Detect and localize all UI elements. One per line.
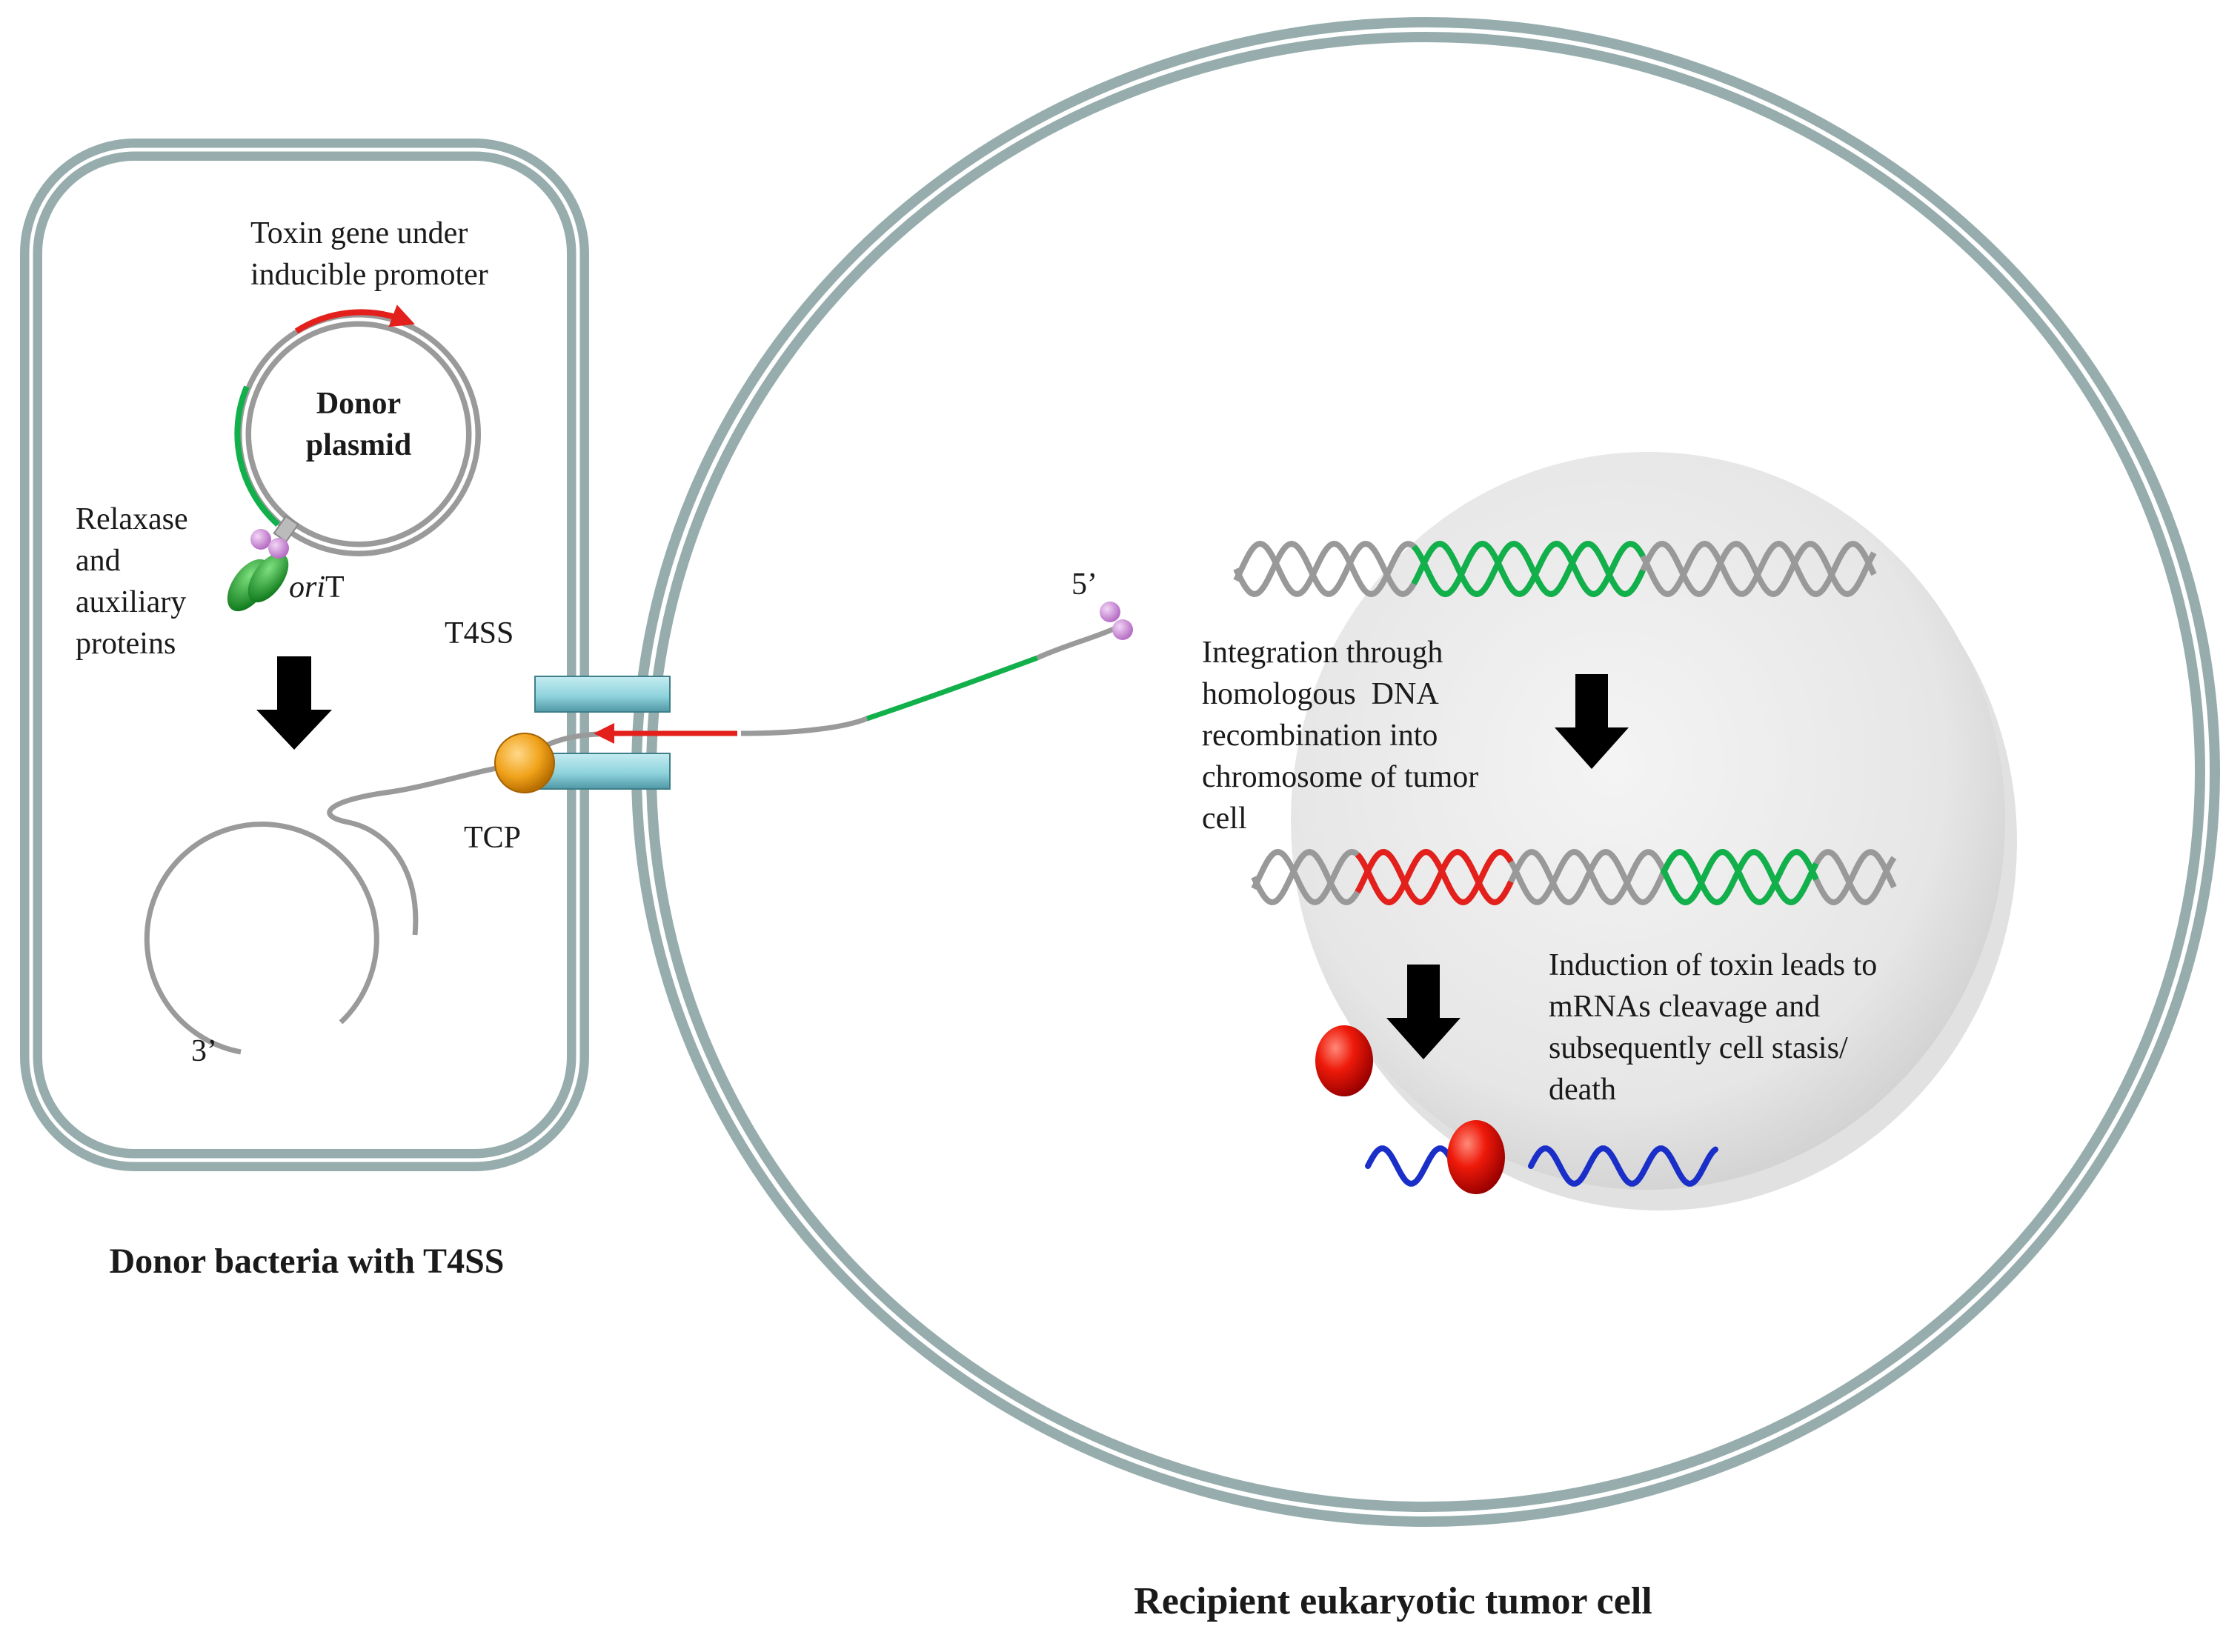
relaxase-complex [227, 529, 289, 612]
down-arrow-donor [256, 656, 332, 750]
chromosome-bottom [1251, 848, 1897, 906]
orit-label-italic: ori [289, 570, 325, 604]
relaxase-purple-1 [250, 529, 271, 550]
dna-bottom-red-a [1355, 848, 1514, 905]
relaxase-purple-2 [268, 538, 289, 559]
induction-text-2: mRNAs cleavage and [1549, 990, 1820, 1024]
mrna-right [1528, 1145, 1718, 1187]
donor-cell [20, 139, 589, 1171]
strand-green [865, 655, 1039, 722]
donor-caption: Donor bacteria with T4SS [110, 1242, 505, 1281]
induction-text-1: Induction of toxin leads to [1549, 948, 1877, 982]
toxin-protein-bound [1447, 1120, 1505, 1194]
nucleus [1291, 452, 2017, 1210]
mrna-left [1365, 1145, 1455, 1187]
nucleus-body [1291, 452, 2005, 1190]
donor-plasmid [234, 304, 481, 556]
integration-text-5: cell [1202, 802, 1247, 836]
strand-gray-right [1036, 625, 1117, 661]
relaxase-green-2 [247, 553, 289, 603]
t4ss-label: T4SS [445, 616, 514, 650]
toxin-protein-free [1315, 1025, 1373, 1096]
recipient-caption: Recipient eukaryotic tumor cell [1134, 1580, 1652, 1622]
three-prime-label: 3’ [191, 1034, 217, 1068]
strand-relaxase-1 [1100, 602, 1120, 622]
dna-top-green-b [1412, 540, 1646, 598]
t4ss-top-bar [534, 676, 671, 713]
integration-text-2: homologous DNA [1202, 677, 1439, 711]
five-prime-label: 5’ [1071, 567, 1097, 602]
ssdna-tail [327, 762, 519, 936]
chromosome-top [1233, 540, 1877, 598]
toxin-gene-label-1: Toxin gene under [250, 216, 468, 250]
plasmid-label-2: plasmid [306, 428, 411, 462]
tcp-coupling-protein [494, 733, 555, 793]
strand-relaxase-2 [1112, 619, 1133, 640]
dna-bottom-green-b [1660, 848, 1819, 906]
induction-text-4: death [1549, 1073, 1616, 1107]
integration-text-4: chromosome of tumor [1202, 760, 1478, 794]
transferred-strand [516, 602, 1133, 767]
dna-top-green-a [1411, 540, 1646, 598]
dna-bottom-red-b [1355, 848, 1514, 906]
relaxase-label-4: proteins [76, 627, 176, 661]
relaxase-label-2: and [76, 544, 121, 578]
orit-label: oriT [289, 570, 345, 604]
tcp-label: TCP [464, 821, 521, 855]
ssdna-donor [144, 762, 519, 1055]
integration-text-1: Integration through [1202, 636, 1443, 670]
plasmid-label-1: Donor [316, 387, 401, 421]
orit-site [273, 515, 299, 543]
induction-text-3: subsequently cell stasis/ [1549, 1031, 1848, 1065]
t4ss-bottom-bar [534, 753, 671, 790]
down-arrow-nucleus-2 [1386, 965, 1461, 1059]
ssdna-circle [144, 822, 379, 1055]
integration-text-3: recombination into [1202, 719, 1438, 753]
strand-gray-mid [740, 716, 868, 736]
toxin-gene-arc [294, 304, 415, 334]
toxin-gene-label-2: inducible promoter [250, 258, 488, 292]
down-arrow-nucleus-1 [1555, 674, 1629, 769]
t4ss-channel [534, 676, 671, 790]
orit-label-suffix: T [325, 570, 345, 604]
relaxase-label-3: auxiliary [76, 585, 186, 619]
plasmid-ring-core [242, 317, 476, 551]
orit-green-arc [234, 385, 280, 527]
relaxase-label-1: Relaxase [76, 502, 188, 536]
donor-membrane-highlight [29, 147, 580, 1162]
